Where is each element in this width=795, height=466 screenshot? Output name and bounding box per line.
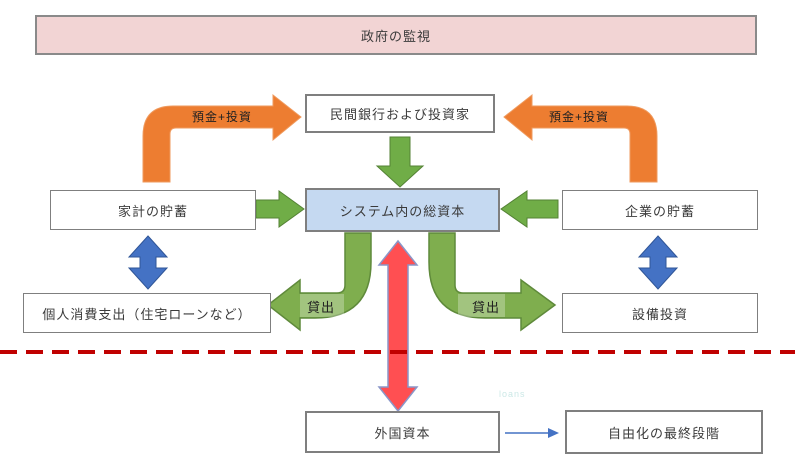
deposit-investment-label-right: 預金+投資 [548,110,609,124]
lending-arrow-left [266,232,372,332]
deposit-investment-arrow-right [503,93,658,183]
total-capital-box: システム内の総資本 [305,188,500,232]
bank-to-capital-arrow [375,136,425,188]
foreign-capital-box: 外国資本 [305,411,500,453]
equipment-investment-box: 設備投資 [562,293,758,333]
household-to-capital-arrow [255,190,305,228]
lending-arrow-right [428,232,557,332]
government-oversight-banner: 政府の監視 [35,15,757,55]
personal-consumption-box: 個人消費支出（住宅ローンなど） [23,293,271,333]
deposit-investment-label-left: 預金+投資 [191,110,252,124]
liberalization-box: 自由化の最終段階 [565,410,763,454]
household-consumption-double-arrow [127,235,169,290]
bank-investors-box: 民間銀行および投資家 [305,94,495,133]
lending-arrow-right-highlight [458,294,505,317]
lending-label-right: 貸出 [471,300,500,315]
lending-arrow-left-highlight [300,294,344,317]
corporate-savings-box: 企業の貯蓄 [562,190,758,230]
lending-label-left: 貸出 [306,300,335,315]
watermark-text: loans [499,389,526,399]
deposit-investment-arrow-left [142,93,302,183]
household-savings-box: 家計の貯蓄 [50,190,256,230]
foreign-capital-double-arrow [377,239,419,413]
corporate-equipment-double-arrow [637,235,679,290]
corporate-to-capital-arrow [500,190,559,228]
foreign-to-liberalization-arrowhead [548,428,559,438]
